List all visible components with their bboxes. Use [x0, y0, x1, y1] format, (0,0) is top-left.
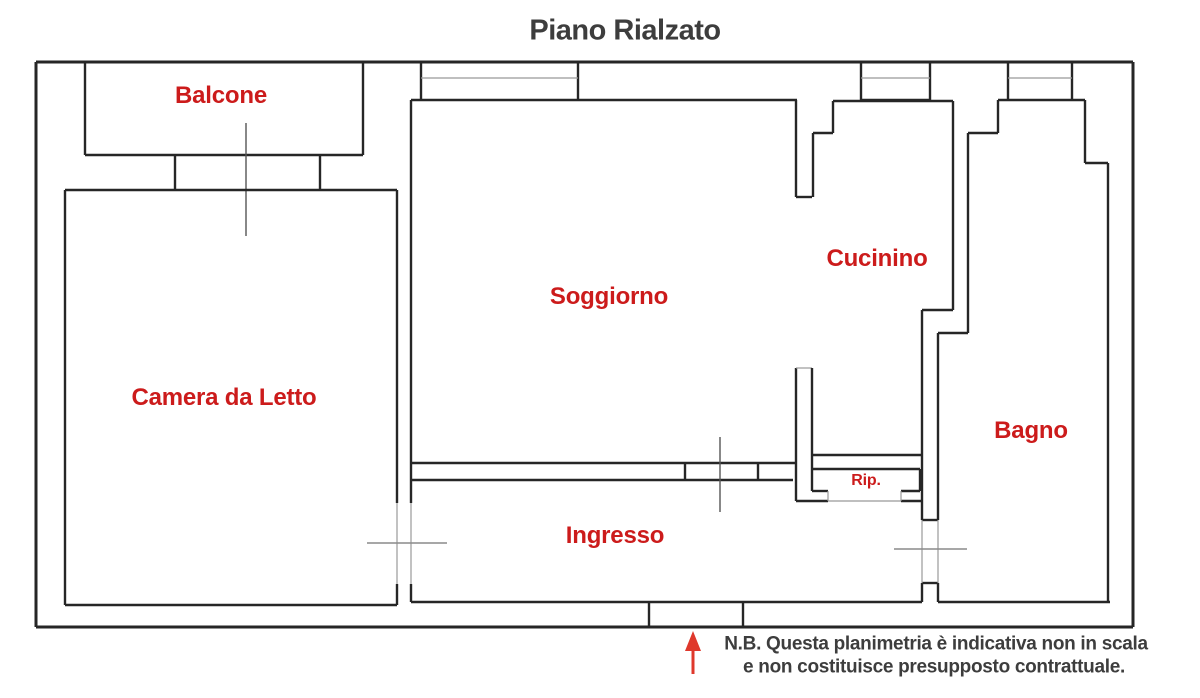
outer-walls	[34, 60, 1135, 629]
note-line-2: e non costituisce presupposto contrattua…	[743, 656, 1125, 678]
room-label-camera-da-letto: Camera da Letto	[131, 384, 317, 411]
room-label-bagno: Bagno	[994, 417, 1068, 444]
room-label-cucinino: Cucinino	[826, 245, 928, 272]
soggiorno-walls	[409, 98, 922, 602]
room-label-soggiorno: Soggiorno	[549, 283, 669, 310]
ripostiglio-walls	[810, 455, 922, 502]
camera-da-letto-walls	[63, 188, 447, 607]
window-symbols	[419, 63, 1074, 102]
room-label-ingresso: Ingresso	[565, 522, 665, 549]
ingresso-walls	[411, 600, 922, 627]
room-label-balcone: Balcone	[175, 82, 267, 109]
entrance-arrow-icon	[685, 631, 701, 674]
balcone-walls	[83, 63, 365, 236]
note-line-1: N.B. Questa planimetria è indicativa non…	[724, 633, 1148, 655]
cucinino-walls	[811, 99, 955, 602]
page-title: Piano Rialzato	[529, 14, 721, 47]
room-label-rip: Rip.	[851, 472, 881, 489]
bagno-walls	[894, 98, 1110, 604]
